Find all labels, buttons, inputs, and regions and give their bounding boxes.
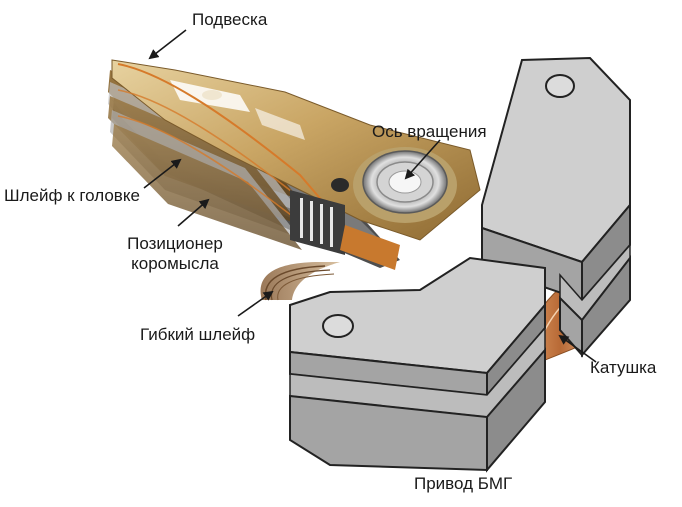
arrow-pivot-axis: [404, 139, 441, 180]
label-actuator-arm-line2: коромысла: [131, 254, 219, 273]
actuator-arm-stack: [108, 59, 481, 270]
vcm-magnet-assembly: [289, 56, 631, 473]
label-suspension: Подвеска: [192, 10, 268, 29]
arrow-suspension: [148, 29, 187, 60]
arrow-flex-cable: [237, 290, 274, 317]
label-actuator-arm: Позиционер коромысла: [80, 234, 270, 274]
arrow-head-cable: [143, 158, 182, 189]
label-coil: Катушка: [590, 358, 657, 377]
label-head-cable: Шлейф к головке: [4, 186, 140, 205]
label-arrows: [143, 29, 597, 363]
arrow-actuator-arm: [177, 198, 210, 227]
label-vcm-drive: Привод БМГ: [414, 474, 513, 493]
label-actuator-arm-line1: Позиционер: [127, 234, 223, 253]
label-flex-cable: Гибкий шлейф: [140, 325, 256, 344]
arrow-coil: [558, 334, 597, 363]
label-pivot-axis: Ось вращения: [372, 122, 487, 141]
